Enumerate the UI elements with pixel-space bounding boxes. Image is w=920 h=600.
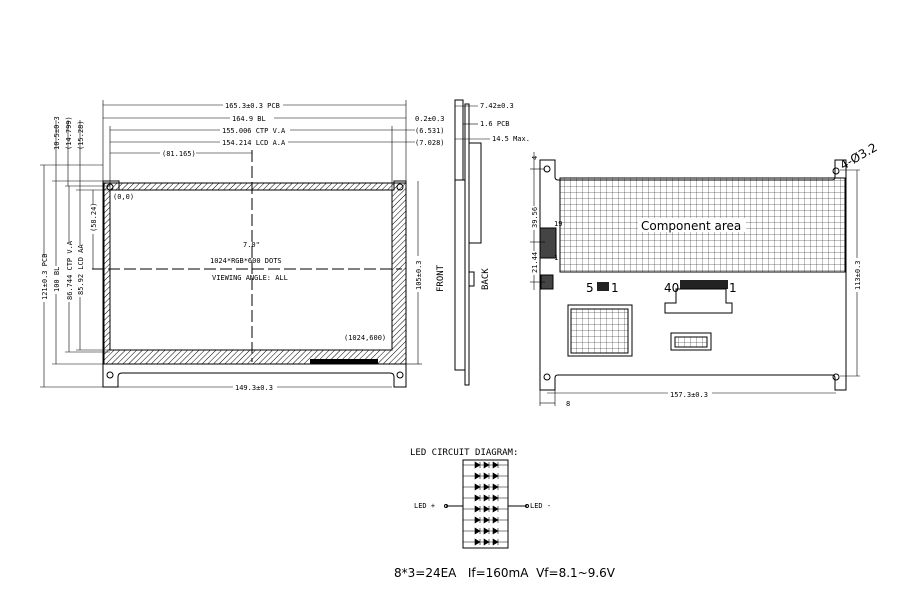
led-diode-icon [483,527,490,535]
dim-lcd-aa-height: 85.92 LCD AA [77,244,85,295]
dim-thickness: 7.42±0.3 [480,102,514,110]
led-diode-icon [492,472,499,480]
led-diode-icon [492,538,499,546]
resolution-label: 1024*RGB*600 DOTS [210,257,282,265]
dim-left-2: 39.56 [531,207,539,228]
dim-back-height: 113±0.3 [854,260,862,290]
led-diode-icon [483,461,490,469]
size-label: 7.0" [243,241,260,249]
back-view: Component area 4-Ø3.2 19 1 5 1 40 1 113±… [530,140,880,408]
mount-hole [396,371,404,379]
pin-label: 40 [664,281,679,295]
led-diode-icon [492,494,499,502]
led-diode-icon [474,494,481,502]
dim-right-offset-3: (7.028) [415,139,445,147]
led-diode-icon [483,505,490,513]
led-diode-icon [483,538,490,546]
dim-right-offset-2: (6.531) [415,127,445,135]
led-diode-icon [474,527,481,535]
dim-back-hole-spacing: 157.3±0.3 [670,391,708,399]
led-plus-label: LED + [414,502,435,510]
viewing-angle-label: VIEWING ANGLE: ALL [212,274,288,282]
dim-lcd-aa-width: 154.214 LCD A.A [222,139,286,147]
led-diode-icon [492,483,499,491]
dim-edge-offset: 8 [566,400,570,408]
led-diode-icon [483,483,490,491]
connector-19pin [539,227,557,259]
connector-40pin [680,280,728,289]
led-diode-icon [492,527,499,535]
led-circuit-diagram: LED CIRCUIT DIAGRAM: LED + LED - 8*3=24E… [394,448,616,580]
connector-5pin [597,282,609,291]
led-diode-icon [474,483,481,491]
dim-top-offset-2: (14.799) [65,116,73,150]
led-diode-icon [483,516,490,524]
led-diode-icon [474,538,481,546]
display-module-side [454,179,466,371]
led-diode-icon [483,472,490,480]
led-minus-label: LED - [530,502,551,510]
pin-label: 1 [611,281,619,295]
pin-label: 5 [586,281,594,295]
front-view: (0,0) (1024,600) 7.0" 1024*RGB*600 DOTS … [40,100,446,392]
dim-top-offset-1: 10.5±0.3 [53,116,61,150]
fpc-connector [310,359,378,364]
led-diode-icon [474,505,481,513]
pin-label: 1 [554,254,558,262]
dim-max-thickness: 14.5 Max. [492,135,530,143]
dim-left-1: 4 [531,156,539,160]
led-diode-icon [474,472,481,480]
led-diode-icon [492,461,499,469]
dim-left-3: 21.44 [531,252,539,273]
dim-bl-total-height: 105±0.3 [415,260,423,290]
dim-ctp-va-height: 86.744 CTP V.A [66,240,74,300]
active-area [109,189,393,351]
dim-top-offset-3: (15.28) [77,120,85,150]
led-diode-icon [474,461,481,469]
front-label: FRONT [436,264,446,292]
dim-pcb-width: 165.3±0.3 PCB [225,102,280,110]
led-diode-icon [483,494,490,502]
dim-bl-height: 100 BL [53,267,61,292]
led-diode-icon [492,505,499,513]
dim-right-offset-1: 0.2±0.3 [415,115,445,123]
led-circuit-title: LED CIRCUIT DIAGRAM: [410,448,518,458]
dim-center-offset: (81.165) [162,150,196,158]
dim-ctp-va-width: 155.006 CTP V.A [222,127,286,135]
dim-pcb-thickness: 1.6 PCB [480,120,510,128]
component-area-label: Component area [641,219,741,233]
side-view: 7.42±0.3 1.6 PCB 14.5 Max. BACK [454,99,530,386]
ic-area [570,308,629,354]
dim-center-height: (58.24) [90,202,98,232]
dim-bl-width: 164.9 BL [232,115,266,123]
led-diode-icon [492,516,499,524]
mount-hole [106,371,114,379]
led-array [463,461,508,546]
pin-label: 19 [554,220,562,228]
end-label: (1024,600) [344,334,386,342]
led-spec: 8*3=24EA If=160mA Vf=8.1~9.6V [394,566,616,580]
led-diode-icon [474,516,481,524]
back-label: BACK [481,268,491,290]
hole-label: 4-Ø3.2 [838,140,880,172]
dim-hole-spacing: 149.3±0.3 [235,384,273,392]
pin-label: 1 [729,281,737,295]
dim-pcb-height: 121±0.3 PCB [41,254,49,300]
origin-label: (0,0) [113,193,134,201]
